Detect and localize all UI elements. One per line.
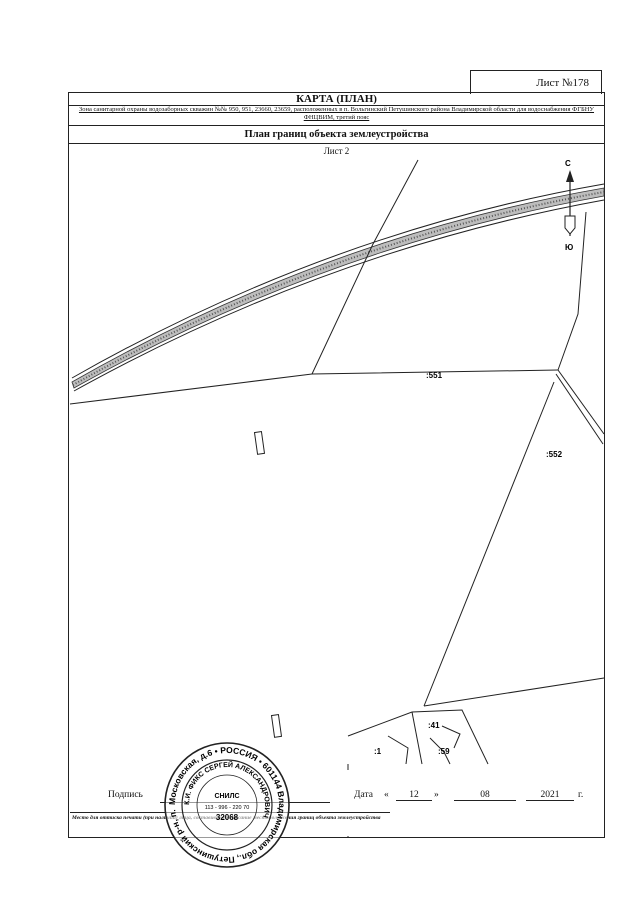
boundary-line [69, 369, 559, 405]
boundary-line [423, 381, 555, 707]
seal-snils: 113 - 996 - 220 70 [205, 805, 250, 811]
subsheet-label: Лист 2 [323, 146, 350, 156]
boundary-line [557, 211, 587, 371]
boundary-map: С Ю :551 :552 :41 :1 :59 [69, 159, 605, 838]
well-marker [270, 713, 283, 738]
divider [68, 125, 605, 126]
date-quote-open: « [384, 790, 389, 800]
date-day: 12 [396, 790, 432, 801]
document-frame [68, 92, 605, 838]
plan-title: План границ объекта землеустройства [244, 129, 429, 140]
boundary-line [347, 709, 489, 765]
parcel-label: :59 [438, 747, 450, 756]
date-year-suffix: г. [578, 790, 584, 800]
signature-label: Подпись [108, 790, 143, 800]
seal-registry: 32068 [216, 813, 239, 822]
boundary-line [557, 369, 605, 435]
parcel-label: :41 [428, 721, 440, 730]
road-edge [71, 183, 605, 379]
official-seal: Московская, д.6 • РОССИЯ • 601144 Владим… [162, 740, 290, 868]
compass-south: Ю [565, 243, 573, 252]
boundary-line [429, 737, 451, 765]
compass-north: С [565, 159, 571, 168]
parcel-label: :551 [426, 371, 443, 380]
parcel-label: :552 [546, 450, 563, 459]
boundary-line [311, 159, 419, 375]
divider [68, 143, 605, 144]
sheet-number: Лист №178 [536, 76, 589, 89]
boundary-line [387, 735, 409, 765]
seal-center-label: СНИЛС [214, 793, 239, 800]
road-band [71, 187, 605, 389]
road-edge [73, 199, 605, 392]
boundary-line [555, 373, 604, 445]
boundary-line [423, 677, 605, 707]
date-quote-close: » [434, 790, 439, 800]
date-year: 2021 [526, 790, 574, 801]
date-label: Дата [354, 790, 373, 800]
date-month: 08 [454, 790, 516, 801]
document-title: КАРТА (ПЛАН) [68, 92, 605, 106]
footer-area [69, 770, 604, 836]
well-marker [253, 430, 266, 455]
road-dots [72, 191, 605, 386]
parcel-label: :1 [374, 747, 382, 756]
boundary-line [411, 711, 423, 765]
boundary-line [441, 725, 461, 749]
object-description: Зона санитарной охраны водозаборных сква… [78, 106, 595, 121]
sheet-number-box: Лист №178 [470, 70, 602, 94]
compass: С Ю [564, 159, 576, 252]
